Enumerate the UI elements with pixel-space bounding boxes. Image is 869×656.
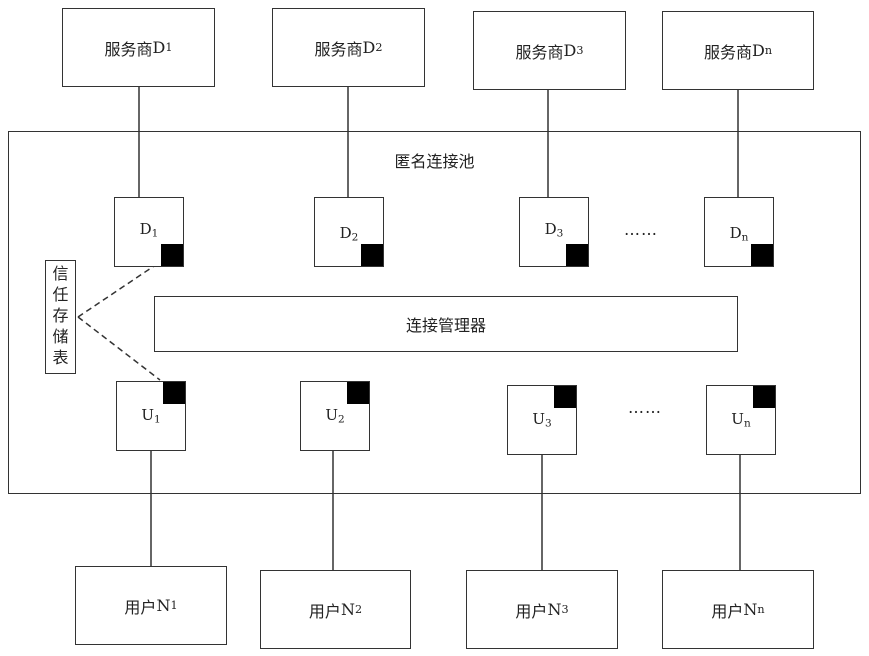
user-label: 用户 bbox=[711, 598, 743, 622]
trust-store-char: 储 bbox=[46, 326, 75, 347]
u-ellipsis: …… bbox=[628, 398, 662, 417]
trust-store-char: 任 bbox=[46, 284, 75, 305]
user-prefix: N bbox=[156, 596, 170, 615]
connection-manager: 连接管理器 bbox=[154, 296, 738, 352]
pool-title: 匿名连接池 bbox=[0, 148, 869, 172]
d-node-label: D1 bbox=[115, 220, 183, 240]
key-marker-icon bbox=[751, 244, 773, 266]
trust-store-table: 信 任 存 储 表 bbox=[45, 260, 76, 374]
user-label: 用户 bbox=[124, 594, 156, 618]
u-node-label: U3 bbox=[508, 410, 576, 430]
key-marker-icon bbox=[753, 386, 775, 408]
user-sub: 3 bbox=[561, 603, 568, 616]
user-sub: n bbox=[757, 603, 764, 616]
u-node-label: U1 bbox=[117, 406, 185, 426]
provider-label: 服务商 bbox=[105, 36, 153, 60]
key-marker-icon bbox=[347, 382, 369, 404]
trust-store-char: 表 bbox=[46, 347, 75, 368]
user-label: 用户 bbox=[515, 598, 547, 622]
user-sub: 2 bbox=[355, 603, 362, 616]
d-node-n: Dn bbox=[704, 197, 774, 267]
user-box-n: 用户Nn bbox=[662, 570, 814, 649]
key-marker-icon bbox=[161, 244, 183, 266]
provider-sub: n bbox=[765, 44, 772, 57]
user-box-3: 用户N3 bbox=[466, 570, 618, 649]
provider-sub: 3 bbox=[576, 44, 583, 57]
u-node-3: U3 bbox=[507, 385, 577, 455]
provider-sub: 2 bbox=[375, 41, 382, 54]
user-sub: 1 bbox=[170, 599, 177, 612]
user-box-2: 用户N2 bbox=[260, 570, 411, 649]
user-prefix: N bbox=[341, 600, 355, 619]
d-node-label: D3 bbox=[520, 220, 588, 240]
user-label: 用户 bbox=[309, 598, 341, 622]
u-node-label: U2 bbox=[301, 406, 369, 426]
provider-label: 服务商 bbox=[516, 39, 564, 63]
key-marker-icon bbox=[361, 244, 383, 266]
provider-box-n: 服务商Dn bbox=[662, 11, 814, 90]
d-node-3: D3 bbox=[519, 197, 589, 267]
provider-prefix: D bbox=[363, 38, 376, 57]
d-node-1: D1 bbox=[114, 197, 184, 267]
d-node-label: D2 bbox=[315, 224, 383, 244]
trust-store-char: 信 bbox=[46, 263, 75, 284]
key-marker-icon bbox=[163, 382, 185, 404]
provider-box-3: 服务商D3 bbox=[473, 11, 626, 90]
u-node-label: Un bbox=[707, 410, 775, 430]
provider-box-2: 服务商D2 bbox=[272, 8, 425, 87]
d-node-2: D2 bbox=[314, 197, 384, 267]
d-node-label: Dn bbox=[705, 224, 773, 244]
provider-label: 服务商 bbox=[704, 39, 752, 63]
key-marker-icon bbox=[554, 386, 576, 408]
provider-prefix: D bbox=[752, 41, 765, 60]
provider-label: 服务商 bbox=[315, 36, 363, 60]
provider-box-1: 服务商D1 bbox=[62, 8, 215, 87]
trust-store-char: 存 bbox=[46, 305, 75, 326]
user-prefix: N bbox=[743, 600, 757, 619]
u-node-1: U1 bbox=[116, 381, 186, 451]
user-prefix: N bbox=[547, 600, 561, 619]
u-node-2: U2 bbox=[300, 381, 370, 451]
provider-prefix: D bbox=[564, 41, 577, 60]
provider-prefix: D bbox=[153, 38, 166, 57]
provider-sub: 1 bbox=[165, 41, 172, 54]
d-ellipsis: …… bbox=[624, 220, 658, 239]
u-node-n: Un bbox=[706, 385, 776, 455]
user-box-1: 用户N1 bbox=[75, 566, 227, 645]
key-marker-icon bbox=[566, 244, 588, 266]
